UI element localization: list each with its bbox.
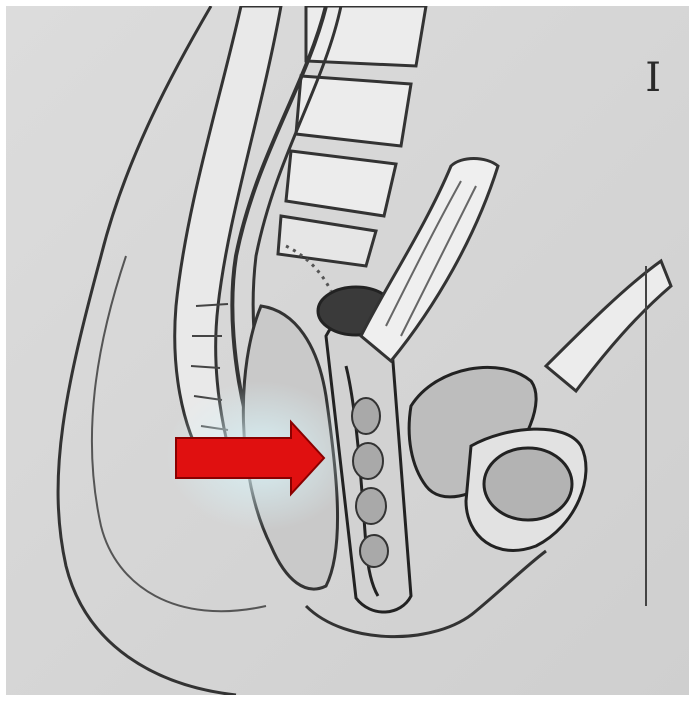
panel-label: I <box>645 58 661 98</box>
pubic-bone-section <box>484 448 572 520</box>
pelvis-sagittal-illustration <box>6 6 689 695</box>
